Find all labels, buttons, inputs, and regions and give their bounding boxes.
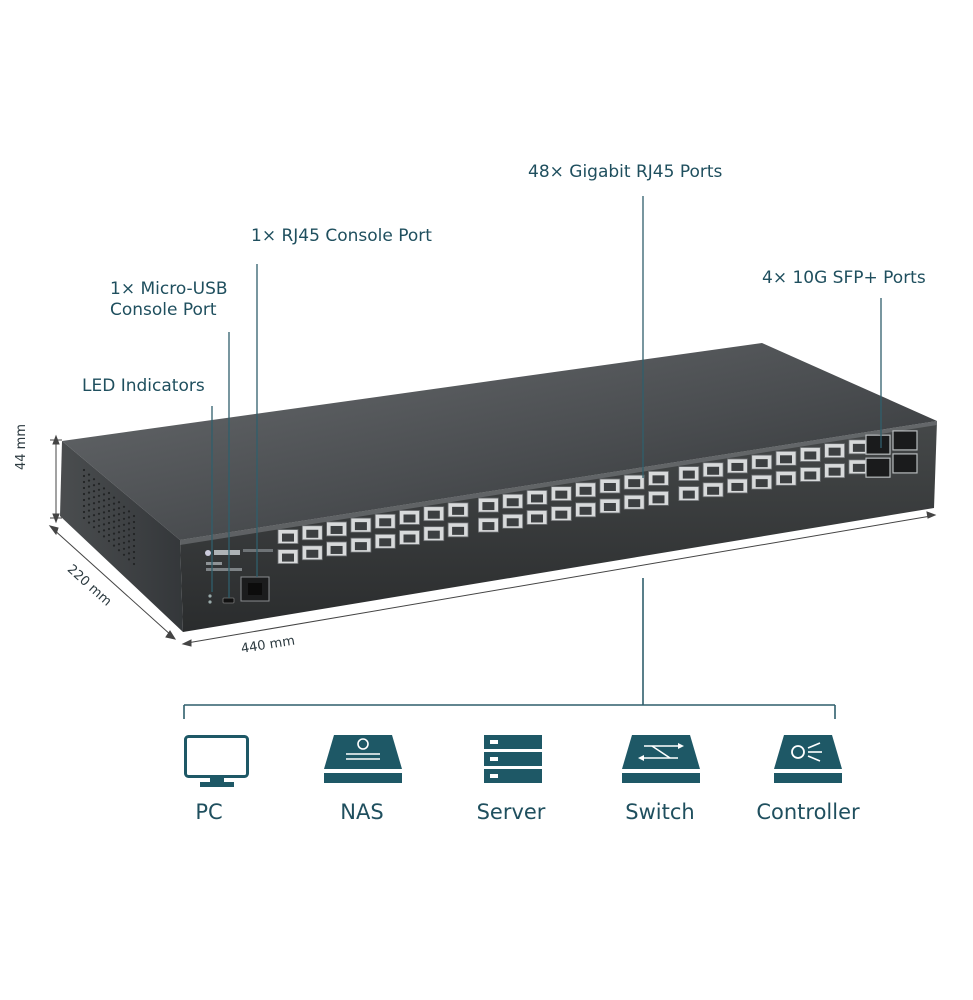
chassis-side [60,441,183,632]
callout-usb-console-line2: Console Port [110,300,217,320]
device-label-nas: NAS [340,800,384,824]
dimension-height: 44 mm [14,423,29,470]
callout-sfp-ports: 4× 10G SFP+ Ports [762,268,926,288]
connection-lines [183,578,836,719]
controller-icon [774,735,842,783]
led-indicators [208,594,212,604]
chassis-top [62,343,937,540]
brand-logo [205,549,273,571]
micro-usb-jack [222,597,235,604]
device-label-controller: Controller [756,800,860,824]
pc-icon [184,735,249,787]
callout-gigabit-ports: 48× Gigabit RJ45 Ports [528,162,723,182]
sfp-cage [892,430,918,451]
server-icon [484,735,542,783]
nas-icon [324,735,402,783]
device-label-server: Server [476,800,546,824]
rj45-port-array [277,439,870,564]
sfp-port-array [865,430,918,478]
sfp-cage [892,453,918,474]
callout-lines [211,196,882,598]
sfp-cage [865,457,891,478]
callout-led-indicators: LED Indicators [82,376,205,396]
callout-usb-console-line1: 1× Micro-USB [110,279,228,299]
side-vents [82,468,136,566]
dimension-lines [48,434,937,647]
chassis-front [180,421,937,632]
callout-rj45-console: 1× RJ45 Console Port [251,226,432,246]
device-label-switch: Switch [625,800,695,824]
switch-icon [622,735,700,783]
device-label-pc: PC [195,800,223,824]
sfp-cage [865,434,891,455]
